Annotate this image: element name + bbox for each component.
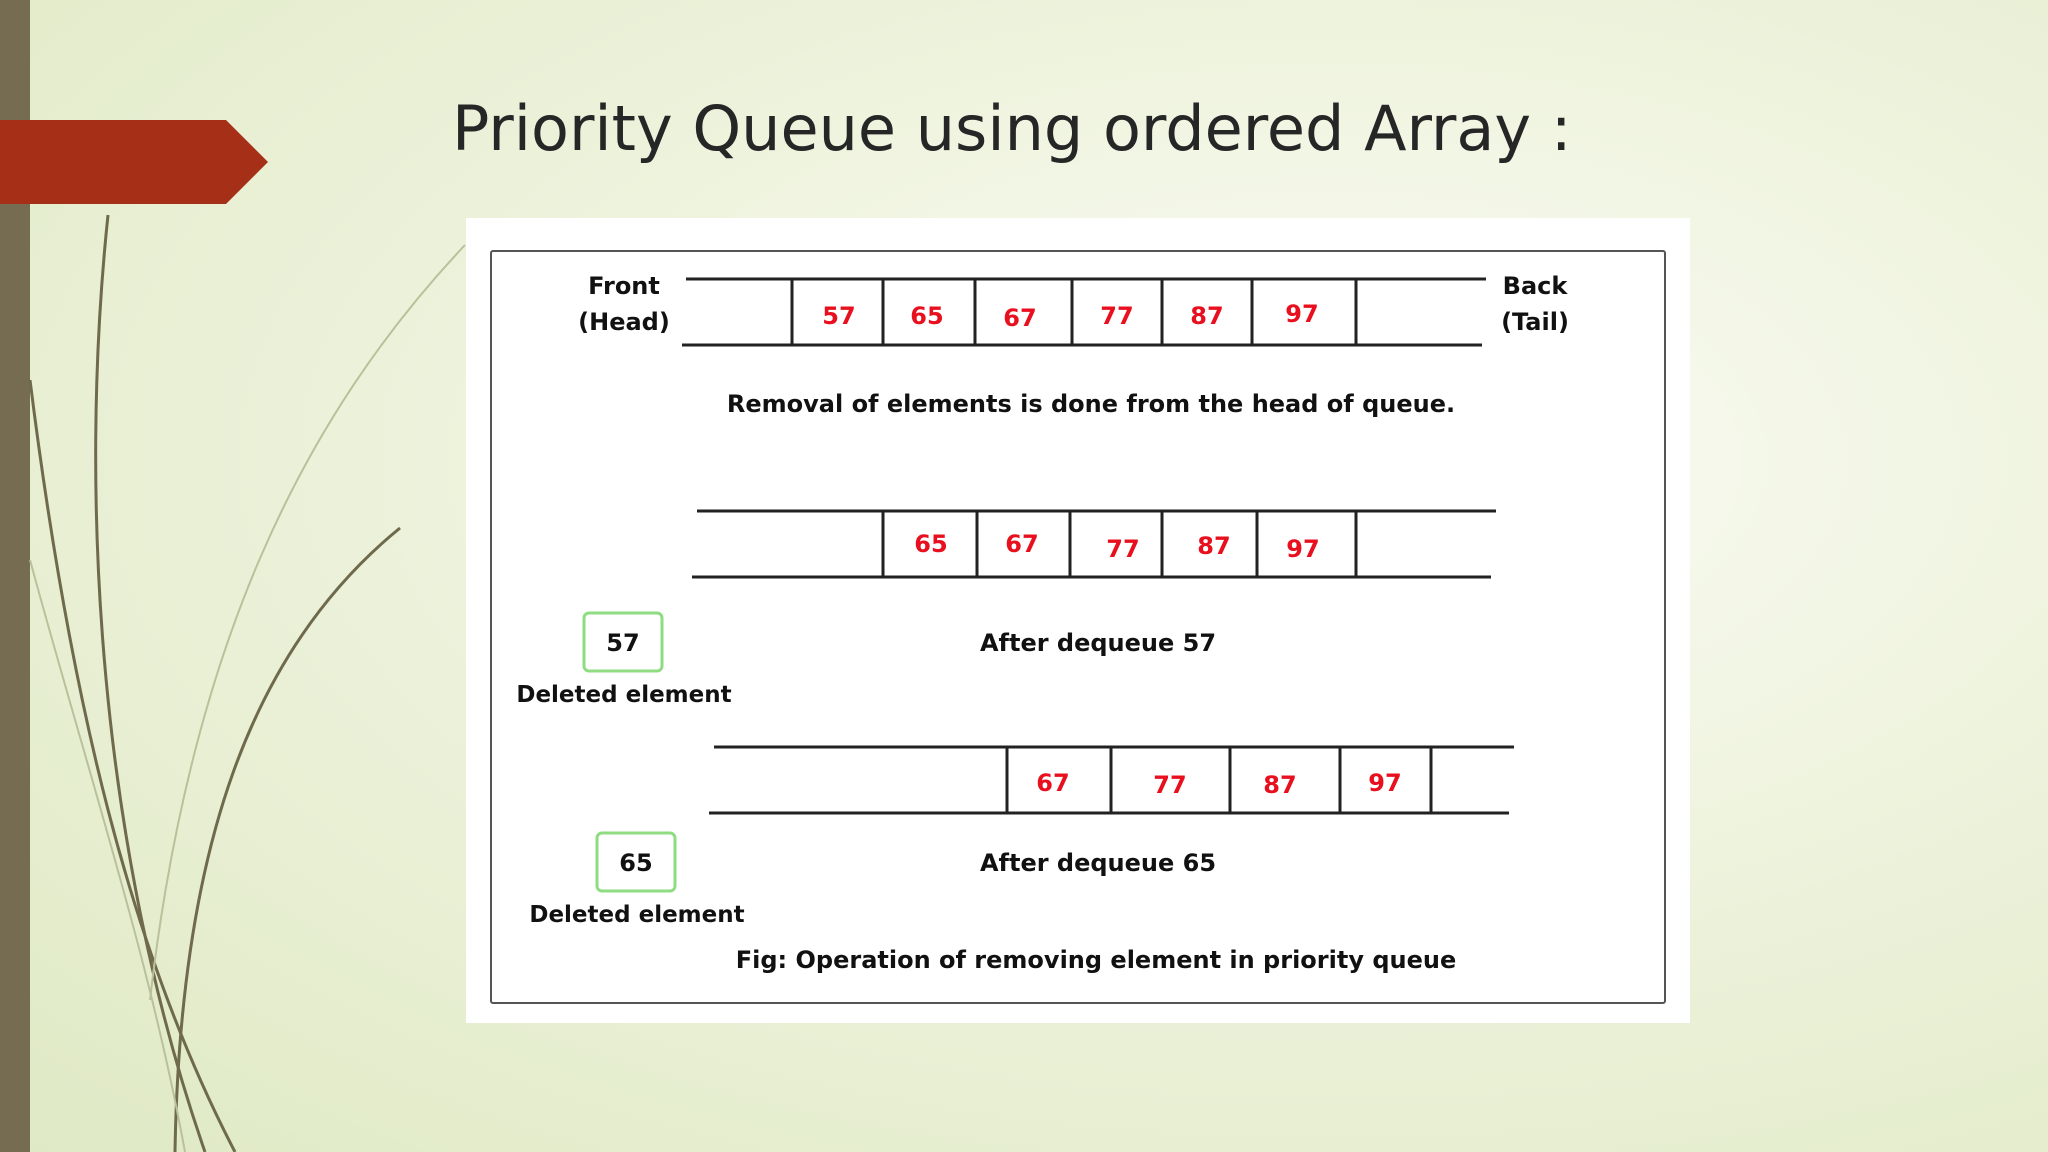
queue-2-value: 97	[1286, 535, 1319, 563]
head-label: (Head)	[578, 308, 670, 336]
queue-2-value: 77	[1106, 535, 1139, 563]
queue-3-value: 87	[1263, 771, 1296, 799]
queue-3-value: 97	[1368, 769, 1401, 797]
dequeue-caption: After dequeue 57	[980, 629, 1216, 657]
queue-3-value: 77	[1153, 771, 1186, 799]
queue-1-value: 57	[822, 302, 855, 330]
deleted-element-box	[595, 831, 677, 893]
queue-2-value: 67	[1005, 530, 1038, 558]
queue-1-value: 77	[1100, 302, 1133, 330]
deleted-element-value: 65	[619, 849, 652, 877]
queue-2-value: 65	[914, 530, 947, 558]
slide-title: Priority Queue using ordered Array :	[452, 92, 1572, 165]
deleted-element-label: Deleted element	[516, 682, 731, 708]
queue-2-value: 87	[1197, 532, 1230, 560]
queue-diagram: Front (Head) Back (Tail) 57 65 67 77 87 …	[516, 272, 1569, 974]
deleted-element-box	[582, 611, 664, 673]
deleted-element-value: 57	[606, 629, 639, 657]
queue-1-value: 67	[1003, 304, 1036, 332]
figure-caption: Fig: Operation of removing element in pr…	[736, 946, 1456, 974]
title-arrow-tab	[0, 120, 268, 204]
decorative-grass-lines	[28, 214, 466, 1152]
dequeue-caption: After dequeue 65	[980, 849, 1216, 877]
queue-3-value: 67	[1036, 769, 1069, 797]
tail-label: (Tail)	[1501, 308, 1569, 336]
figure-panel: Front (Head) Back (Tail) 57 65 67 77 87 …	[466, 218, 1690, 1023]
queue-1-value: 87	[1190, 302, 1223, 330]
removal-note: Removal of elements is done from the hea…	[727, 390, 1455, 418]
deleted-element-label: Deleted element	[529, 902, 744, 928]
figure-frame	[490, 250, 1666, 1004]
front-label: Front	[588, 272, 660, 300]
queue-1-value: 65	[910, 302, 943, 330]
back-label: Back	[1503, 272, 1569, 300]
queue-1-value: 97	[1285, 300, 1318, 328]
